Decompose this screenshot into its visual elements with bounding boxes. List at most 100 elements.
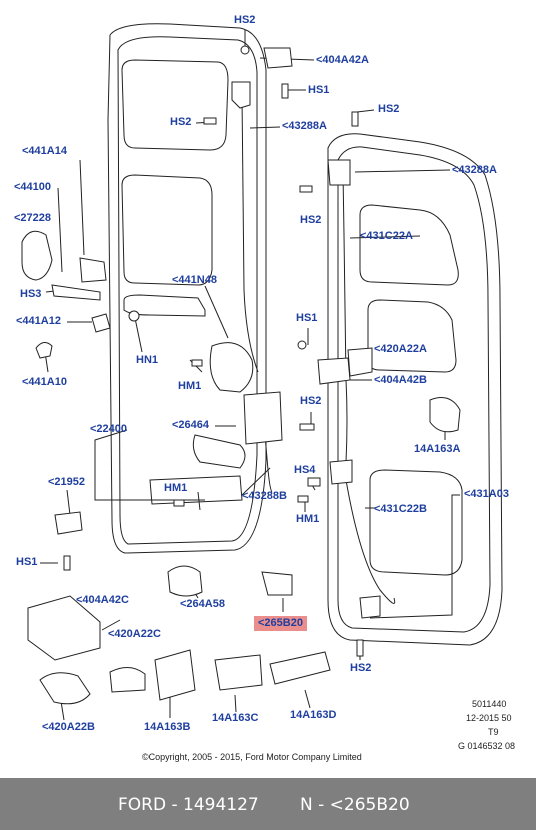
right-door-panel bbox=[327, 133, 503, 646]
label-hs1-low: HS1 bbox=[16, 556, 38, 568]
bushing-441A12 bbox=[91, 313, 111, 333]
diagram-drawing bbox=[21, 23, 503, 721]
label-265B20-highlight[interactable]: <265B20 bbox=[254, 616, 307, 631]
meta-line-4: G 0146532 08 bbox=[458, 741, 516, 751]
screw-hm1-c bbox=[297, 495, 309, 503]
label-431A03: <431A03 bbox=[464, 488, 509, 500]
pad-420A22C bbox=[109, 667, 146, 693]
right-window-lower bbox=[369, 469, 463, 576]
label-441A14: <441A14 bbox=[22, 145, 67, 157]
label-441N48: <441N48 bbox=[172, 274, 217, 286]
label-441A10: <441A10 bbox=[22, 376, 67, 388]
label-404A42B: <404A42B bbox=[374, 374, 427, 386]
label-420A22B: <420A22B bbox=[42, 721, 95, 733]
label-22400: <22400 bbox=[90, 423, 128, 435]
label-26464: <26464 bbox=[172, 419, 210, 431]
hinge-right-top bbox=[327, 159, 351, 186]
label-431C22A: <431C22A bbox=[360, 230, 413, 242]
hinge-top bbox=[263, 47, 293, 69]
block-14A163A bbox=[429, 397, 461, 433]
clip-14A163B bbox=[154, 649, 196, 701]
handle-22400 bbox=[192, 434, 246, 469]
left-door-bottom-detail bbox=[149, 475, 243, 505]
label-44100: <44100 bbox=[14, 181, 52, 193]
footer-bar: FORD - 1494127 N - <265B20 bbox=[0, 778, 536, 830]
label-hs2-r2: HS2 bbox=[300, 214, 322, 226]
parts-diagram: HS2 <404A42A HS1 HS2 <43288A HS2 <441A14… bbox=[14, 14, 516, 762]
label-14A163C: 14A163C bbox=[212, 712, 259, 724]
screw-hm1-a bbox=[191, 359, 203, 367]
rod-hs3 bbox=[51, 284, 101, 301]
label-hm1-c: HM1 bbox=[296, 513, 320, 525]
label-hs2-c: HS2 bbox=[300, 395, 322, 407]
nut-hn1 bbox=[128, 310, 140, 322]
label-43288A-left: <43288A bbox=[282, 120, 327, 132]
label-hs1-mid: HS1 bbox=[296, 312, 318, 324]
part-21952 bbox=[54, 511, 83, 535]
meta-line-2: 12-2015 50 bbox=[466, 713, 512, 723]
right-window-upper bbox=[359, 204, 459, 286]
meta-line-3: T9 bbox=[488, 727, 499, 737]
bracket-441A14 bbox=[79, 257, 107, 283]
screw-hm1-b bbox=[173, 499, 185, 507]
label-441A12: <441A12 bbox=[16, 315, 61, 327]
screw-hs4 bbox=[307, 477, 321, 487]
clip-14A163C bbox=[214, 654, 263, 691]
latch-441N48 bbox=[209, 342, 254, 393]
part-264A58 bbox=[167, 565, 203, 597]
label-14A163A: 14A163A bbox=[414, 443, 461, 455]
label-hs2-mid: HS2 bbox=[170, 116, 192, 128]
label-404A42C: <404A42C bbox=[76, 594, 129, 606]
screw-hs1-mid bbox=[297, 340, 307, 350]
right-door-inner bbox=[337, 146, 491, 633]
label-hn1: HN1 bbox=[136, 354, 159, 366]
left-window-lower bbox=[123, 294, 206, 317]
hinge-404A42B bbox=[317, 357, 351, 385]
footer-n-part: N - <265B20 bbox=[300, 795, 410, 815]
label-hs2-low: HS2 bbox=[350, 662, 372, 674]
label-420A22A: <420A22A bbox=[374, 343, 427, 355]
label-hs4: HS4 bbox=[294, 464, 316, 476]
right-rod bbox=[342, 171, 348, 463]
screw-hs2-low bbox=[356, 639, 364, 657]
label-43288A-right: <43288A bbox=[452, 164, 497, 176]
bracket-420A22A bbox=[347, 347, 373, 377]
label-43288B: <43288B bbox=[242, 490, 287, 502]
left-door-inner bbox=[117, 36, 258, 545]
hinge-404A42C bbox=[27, 595, 101, 661]
label-21952: <21952 bbox=[48, 476, 86, 488]
lock-26464 bbox=[243, 391, 283, 445]
bolt-hs2-top bbox=[240, 45, 250, 55]
left-window-middle bbox=[121, 174, 213, 286]
label-14A163D: 14A163D bbox=[290, 709, 337, 721]
clip-441A10 bbox=[35, 342, 53, 359]
copyright-text: ©Copyright, 2005 - 2015, Ford Motor Comp… bbox=[142, 752, 362, 762]
left-door-panel bbox=[107, 23, 267, 554]
left-upper-rod bbox=[241, 94, 259, 373]
hinge-431C22B bbox=[329, 459, 353, 485]
label-404A42A: <404A42A bbox=[316, 54, 369, 66]
part-265B20 bbox=[261, 571, 293, 596]
hinge-top-left bbox=[231, 81, 251, 109]
bracket-431A03 bbox=[359, 595, 381, 619]
pad-420A22B bbox=[39, 672, 91, 705]
connector-14A163D bbox=[269, 651, 331, 685]
label-431C22B: <431C22B bbox=[374, 503, 427, 515]
label-420A22C: <420A22C bbox=[108, 628, 161, 640]
label-hm1-b: HM1 bbox=[164, 482, 188, 494]
label-hs3: HS3 bbox=[20, 288, 42, 300]
screw-hs2-left bbox=[203, 117, 217, 125]
label-hs1-top: HS1 bbox=[308, 84, 330, 96]
label-14A163B: 14A163B bbox=[144, 721, 191, 733]
handle-27228 bbox=[21, 230, 53, 281]
meta-line-1: 5011440 bbox=[472, 699, 507, 709]
label-hm1-a: HM1 bbox=[178, 380, 202, 392]
screw-hs1-low bbox=[63, 555, 71, 571]
label-27228: <27228 bbox=[14, 212, 52, 224]
footer-brand-part: FORD - 1494127 bbox=[118, 795, 259, 815]
screw-hs2-r2 bbox=[299, 185, 313, 193]
label-hs2-right: HS2 bbox=[378, 103, 400, 115]
label-264A58: <264A58 bbox=[180, 598, 225, 610]
screw-hs2-c bbox=[299, 423, 315, 431]
screw-hs1 bbox=[281, 83, 289, 99]
